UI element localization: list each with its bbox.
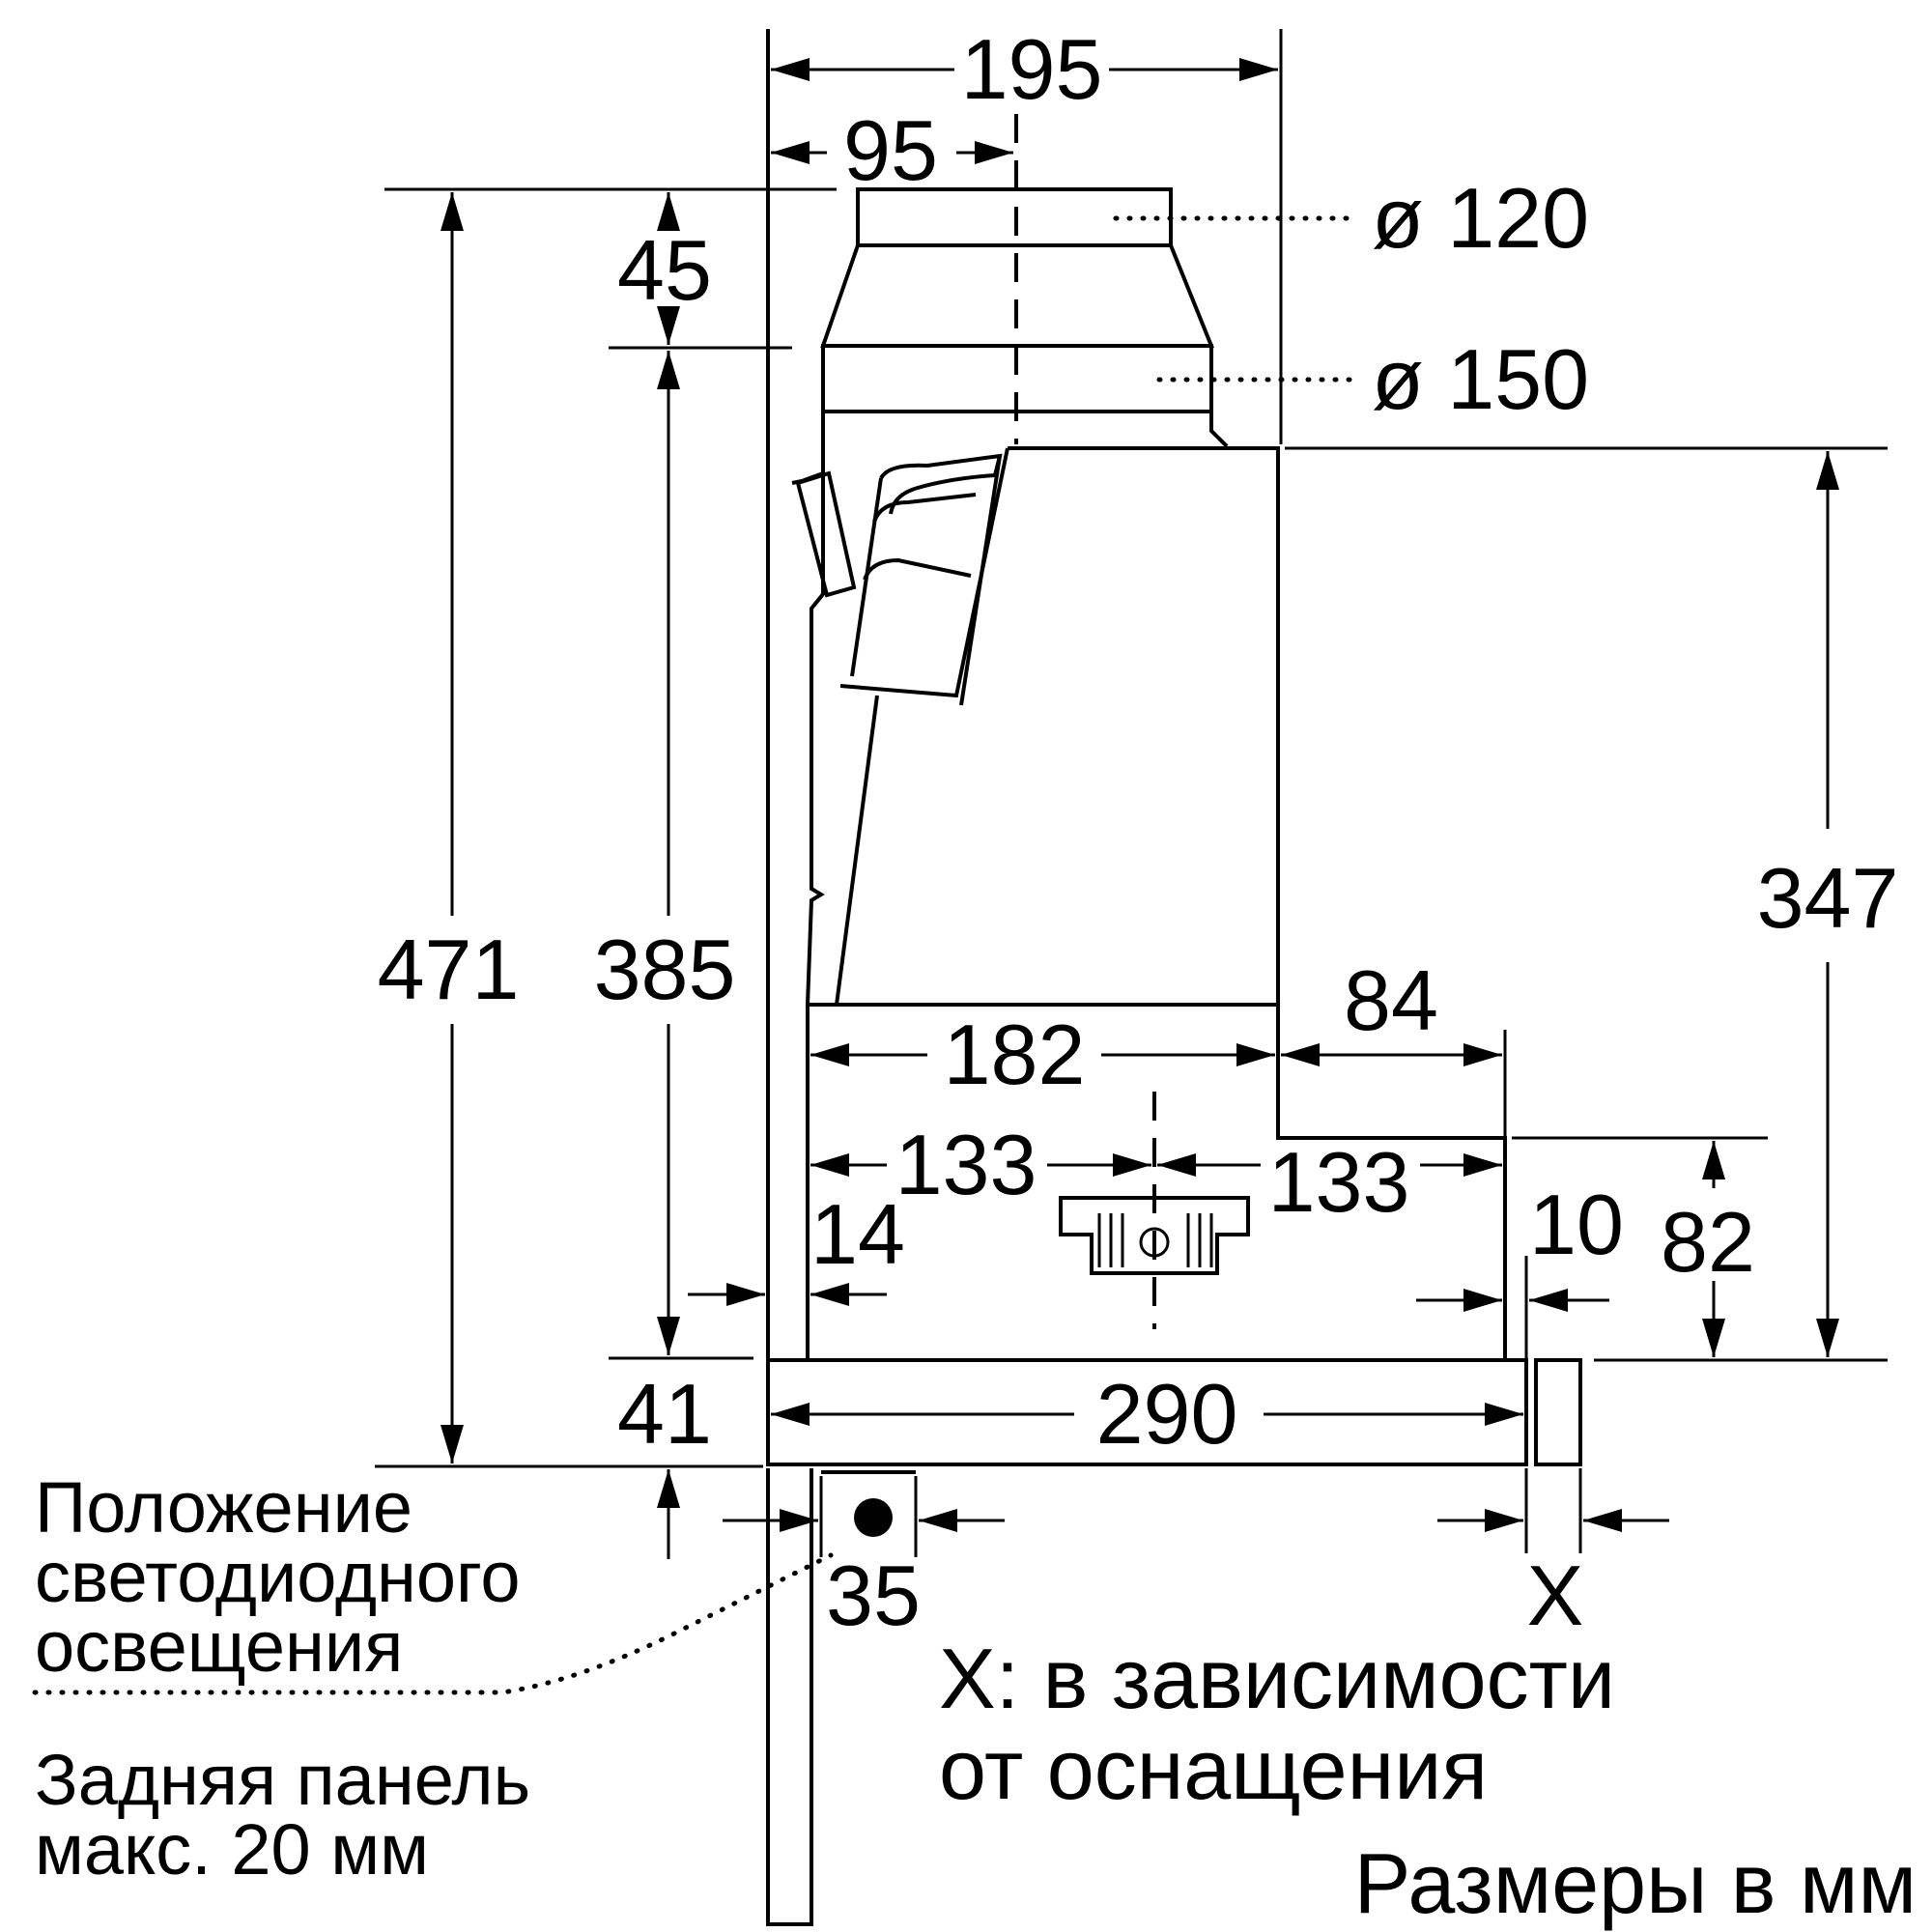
dim-347: 347 — [1757, 850, 1899, 946]
dim-471: 471 — [378, 922, 520, 1017]
led-note-line3: освещения — [35, 1606, 403, 1687]
dim-195: 195 — [961, 21, 1103, 117]
dim-10: 10 — [1529, 1177, 1624, 1272]
notes: Положение светодиодного освещения Задняя… — [35, 1467, 1917, 1931]
dim-182: 182 — [944, 1007, 1086, 1102]
dim-14: 14 — [810, 1186, 905, 1282]
led-note-line1: Положение — [35, 1467, 412, 1548]
dim-133-left: 133 — [895, 1117, 1037, 1212]
units-note: Размеры в мм — [1354, 1835, 1917, 1931]
dim-35: 35 — [826, 1548, 921, 1643]
dim-41: 41 — [617, 1366, 712, 1462]
dim-82: 82 — [1661, 1194, 1755, 1290]
dim-d150: ø 150 — [1372, 331, 1589, 427]
dim-95: 95 — [843, 102, 938, 198]
dim-d120: ø 120 — [1372, 170, 1589, 266]
dim-133-right: 133 — [1268, 1134, 1410, 1230]
rear-panel-note-line1: Задняя панель — [35, 1740, 530, 1820]
x-note-line1: X: в зависимости — [939, 1631, 1615, 1726]
dotted-leaders — [32, 215, 1355, 1695]
led-light-dot — [854, 1498, 893, 1537]
rear-panel-note-line2: макс. 20 мм — [35, 1809, 429, 1889]
led-note-line2: светодиодного — [35, 1537, 521, 1617]
dim-45: 45 — [617, 222, 712, 318]
dimension-labels: 195 95 45 ø 120 ø 150 471 385 347 84 182… — [378, 21, 1899, 1643]
x-note-line2: от оснащения — [939, 1721, 1488, 1817]
dimension-lines — [440, 58, 1839, 1559]
dim-385: 385 — [594, 922, 736, 1017]
dim-84: 84 — [1344, 952, 1438, 1048]
front-panel — [766, 1358, 1582, 1537]
dim-x: X — [1527, 1548, 1584, 1643]
extension-lines — [375, 29, 1888, 1557]
fan-housing — [795, 446, 1280, 1006]
lower-body — [806, 1003, 1507, 1360]
dim-290: 290 — [1096, 1366, 1238, 1462]
rear-panel — [766, 29, 813, 1926]
